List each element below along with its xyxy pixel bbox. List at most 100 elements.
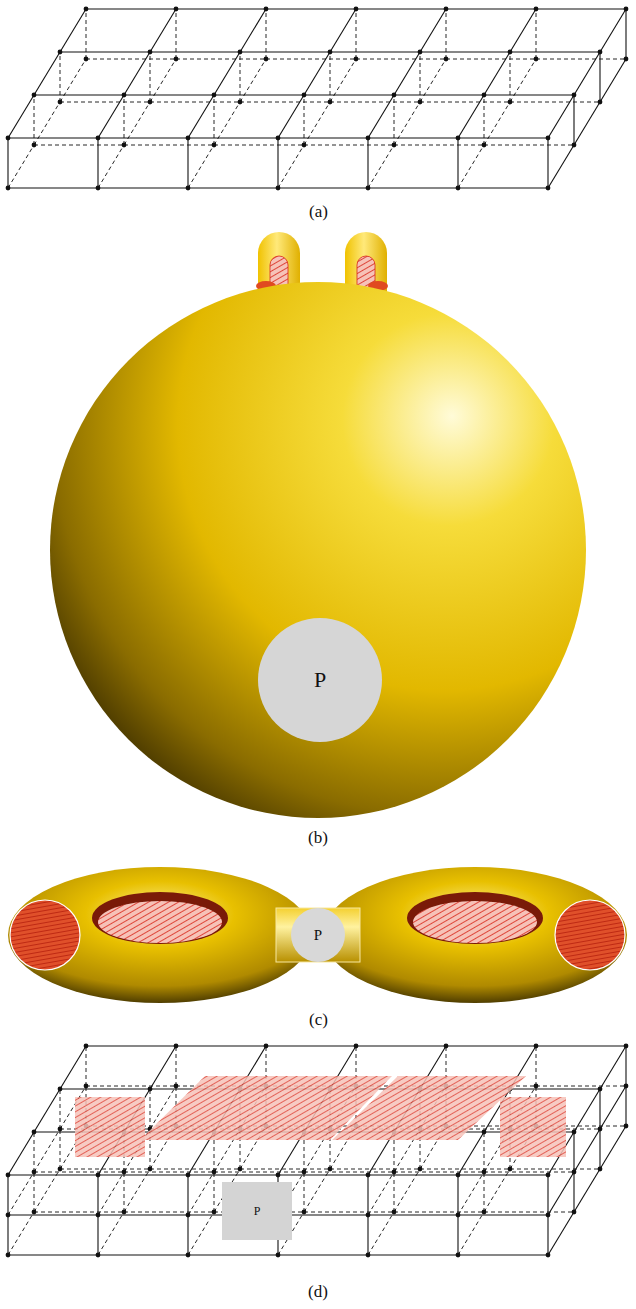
- lattice-edge: [240, 51, 330, 52]
- lattice-edge: [7, 138, 8, 188]
- hidden-lattice-edge: [8, 145, 34, 188]
- lattice-edge: [420, 51, 510, 52]
- cut-surface: [332, 1076, 526, 1140]
- lattice-edge: [367, 1175, 368, 1215]
- lattice-site: [238, 1167, 243, 1172]
- lattice-edge: [187, 1175, 188, 1215]
- lattice-edge: [547, 1175, 548, 1215]
- lattice-site: [572, 93, 577, 98]
- lattice-edge: [548, 1172, 574, 1215]
- hidden-lattice-edge: [150, 1089, 151, 1129]
- lattice-edge: [60, 9, 86, 52]
- lattice-site: [6, 1213, 11, 1218]
- hidden-lattice-edge: [98, 1212, 124, 1255]
- lattice-site: [598, 1087, 603, 1092]
- hidden-lattice-edge: [188, 145, 214, 188]
- lattice-edge: [240, 9, 266, 52]
- hidden-lattice-edge: [86, 59, 176, 60]
- lattice-site: [84, 57, 89, 62]
- lattice-site: [6, 1253, 11, 1258]
- lattice-site: [598, 50, 603, 55]
- lattice-edge: [187, 1215, 188, 1255]
- hidden-lattice-edge: [124, 95, 125, 145]
- lattice-edge: [266, 8, 356, 9]
- lattice-site: [148, 1087, 153, 1092]
- lattice-site: [354, 7, 359, 12]
- lattice-edge: [548, 145, 574, 188]
- hidden-lattice-edge: [458, 1172, 484, 1215]
- lattice-edge: [368, 137, 458, 138]
- lattice-edge: [458, 1132, 484, 1175]
- hidden-lattice-edge: [368, 1212, 394, 1255]
- lattice-site: [186, 1213, 191, 1218]
- hidden-lattice-edge: [214, 145, 304, 146]
- lattice-site: [418, 50, 423, 55]
- hidden-lattice-edge: [34, 95, 35, 145]
- lattice-site: [572, 1170, 577, 1175]
- lattice-site: [354, 1044, 359, 1049]
- lattice-site: [508, 50, 513, 55]
- lattice-edge: [458, 187, 548, 188]
- lattice-site: [366, 1253, 371, 1258]
- lattice-edge: [188, 1254, 278, 1255]
- hidden-lattice-edge: [60, 102, 150, 103]
- hidden-lattice-edge: [356, 9, 357, 59]
- lattice-site: [32, 1130, 37, 1135]
- lattice-site: [444, 57, 449, 62]
- lattice-site: [456, 1213, 461, 1218]
- lattice-edge: [97, 1175, 98, 1215]
- lattice-site: [6, 1173, 11, 1178]
- lattice-edge: [98, 1214, 188, 1215]
- lattice-edge: [548, 1212, 574, 1255]
- lattice-site: [598, 1167, 603, 1172]
- panel-label: (d): [308, 1282, 328, 1302]
- lattice-edge: [574, 102, 600, 145]
- lattice-site: [276, 186, 281, 191]
- hidden-lattice-edge: [60, 59, 86, 102]
- lattice-edge: [278, 187, 368, 188]
- lattice-site: [32, 1210, 37, 1215]
- lattice-site: [58, 1167, 63, 1172]
- hidden-lattice-edge: [86, 1086, 176, 1087]
- lattice-edge: [8, 1132, 34, 1175]
- hidden-lattice-edge: [60, 1169, 150, 1170]
- lattice-edge: [368, 95, 394, 138]
- lattice-edge: [536, 1045, 626, 1046]
- lattice-edge: [457, 1215, 458, 1255]
- hidden-lattice-edge: [304, 102, 330, 145]
- lattice-site: [624, 57, 629, 62]
- lattice-site: [546, 1213, 551, 1218]
- lattice-edge: [8, 187, 98, 188]
- lattice-edge: [176, 1045, 266, 1046]
- hidden-lattice-edge: [510, 102, 600, 103]
- lattice-site: [96, 1173, 101, 1178]
- puncture-disk: P: [291, 908, 345, 962]
- lattice-site: [264, 57, 269, 62]
- hidden-lattice-edge: [484, 1172, 574, 1173]
- hidden-lattice-edge: [394, 1212, 484, 1213]
- hidden-lattice-edge: [240, 59, 266, 102]
- hidden-lattice-edge: [420, 52, 421, 102]
- hidden-lattice-edge: [266, 9, 267, 59]
- lattice-edge: [548, 95, 574, 138]
- lattice-edge: [124, 52, 150, 95]
- lattice-site: [624, 1124, 629, 1129]
- hidden-lattice-edge: [536, 9, 537, 59]
- lattice-edge: [599, 1089, 600, 1129]
- lattice-edge: [600, 9, 626, 52]
- lattice-edge: [573, 1172, 574, 1212]
- lattice-edge: [484, 94, 574, 95]
- hidden-lattice-edge: [458, 1212, 484, 1255]
- cut-disk: [413, 901, 537, 943]
- lattice-site: [174, 7, 179, 12]
- cut-disk: [98, 901, 222, 943]
- lattice-site: [366, 1213, 371, 1218]
- lattice-site: [276, 1253, 281, 1258]
- hidden-lattice-edge: [150, 102, 240, 103]
- lattice-site: [546, 1253, 551, 1258]
- lattice-site: [148, 50, 153, 55]
- lattice-site: [238, 50, 243, 55]
- hidden-lattice-edge: [86, 1046, 87, 1086]
- hidden-lattice-edge: [484, 145, 574, 146]
- lattice-site: [328, 50, 333, 55]
